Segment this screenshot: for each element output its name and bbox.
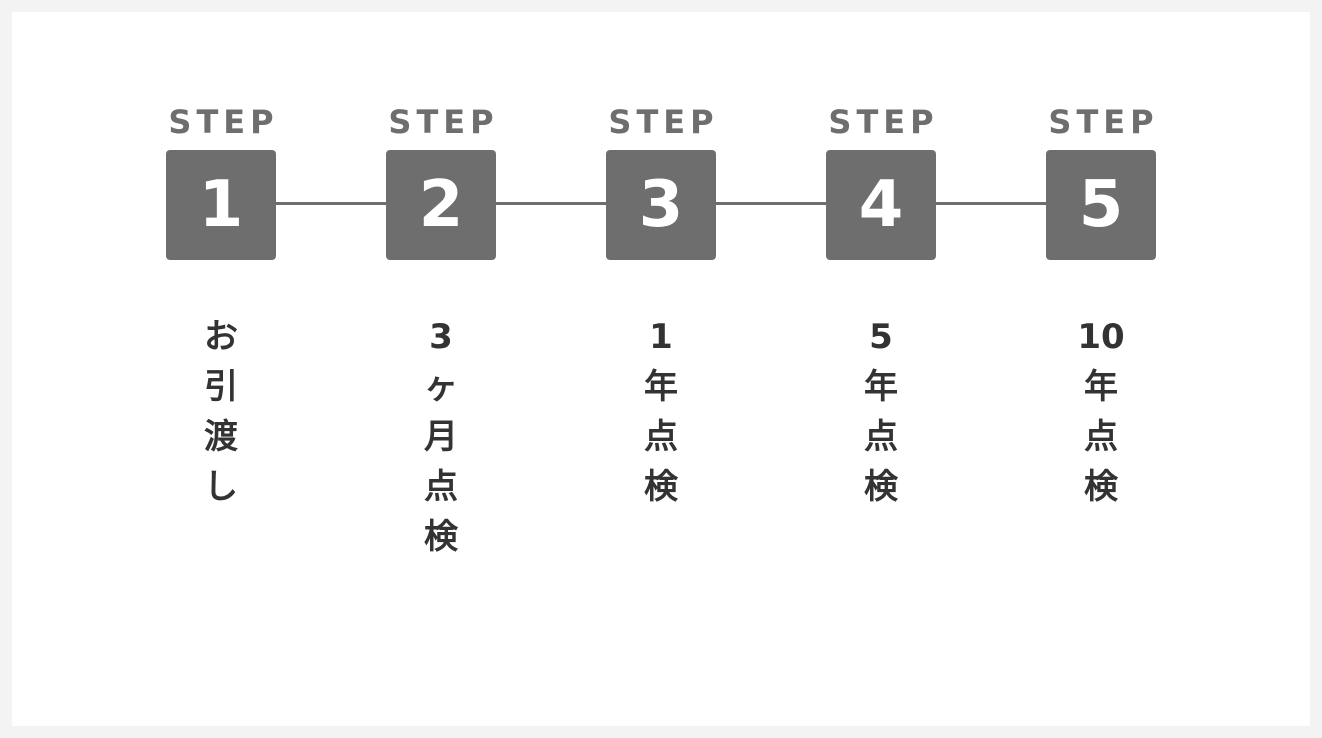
step-label-char: 1 [649, 317, 673, 357]
step-word: STEP [828, 103, 939, 141]
step-label: 5 年点検 [801, 312, 961, 512]
step-5: STEP 5 10 年点検 [1021, 100, 1181, 512]
step-label-char: 検 [644, 467, 678, 507]
step-label-char: 点 [424, 467, 458, 507]
diagram-panel [12, 12, 1310, 726]
step-label-char: 年 [644, 367, 678, 407]
step-label-char: 点 [864, 417, 898, 457]
step-word: STEP [608, 103, 719, 141]
step-4: STEP 4 5 年点検 [801, 100, 961, 512]
step-label-char: 10 [1077, 317, 1125, 357]
step-label-char: し [204, 467, 238, 507]
step-label-char: 3 [429, 317, 453, 357]
step-label-char: お [204, 317, 238, 357]
step-label-char: 点 [644, 417, 678, 457]
step-label: 10 年点検 [1021, 312, 1181, 512]
step-label-char: 引 [204, 367, 238, 407]
step-2: STEP 2 3 ヶ月点検 [361, 100, 521, 562]
step-number-box: 4 [826, 150, 936, 260]
step-label-char: 渡 [204, 417, 238, 457]
step-label-char: 検 [864, 467, 898, 507]
step-1: STEP 1 お引渡し [141, 100, 301, 512]
step-label-char: 5 [869, 317, 893, 357]
step-number-box: 3 [606, 150, 716, 260]
step-label: 1 年点検 [581, 312, 741, 512]
step-label-char: 検 [1084, 467, 1118, 507]
step-word: STEP [168, 103, 279, 141]
step-label: 3 ヶ月点検 [361, 312, 521, 562]
step-3: STEP 3 1 年点検 [581, 100, 741, 512]
step-word: STEP [1048, 103, 1159, 141]
step-label-char: 年 [864, 367, 898, 407]
step-number-box: 2 [386, 150, 496, 260]
step-number-box: 5 [1046, 150, 1156, 260]
step-label: お引渡し [141, 312, 301, 512]
step-word: STEP [388, 103, 499, 141]
step-label-char: ヶ [424, 367, 458, 407]
step-number-box: 1 [166, 150, 276, 260]
step-label-char: 検 [424, 517, 458, 557]
step-label-char: 年 [1084, 367, 1118, 407]
step-label-char: 点 [1084, 417, 1118, 457]
step-label-char: 月 [424, 417, 458, 457]
